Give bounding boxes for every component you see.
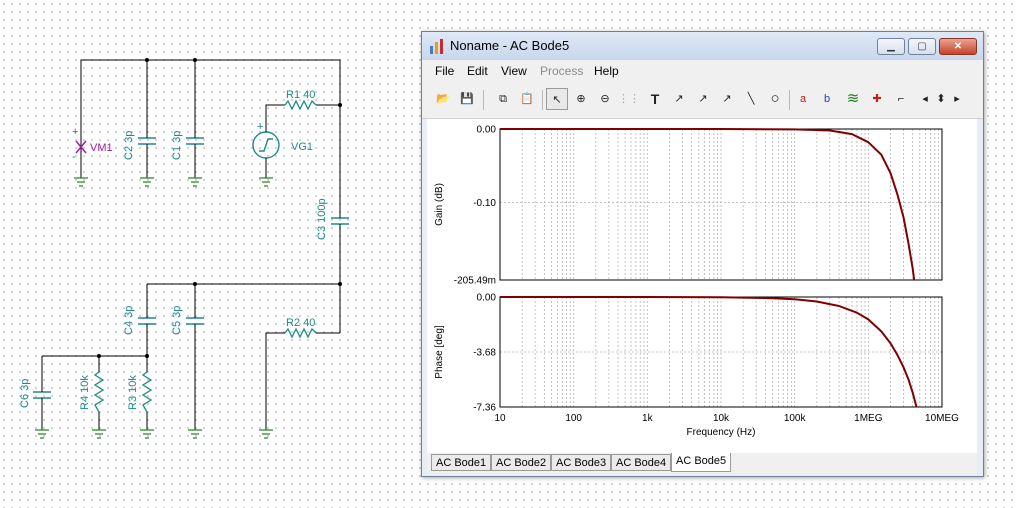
x-tick-label: 10k xyxy=(713,413,730,424)
r3-label: R3 10k xyxy=(127,375,139,410)
toolbar-separator xyxy=(483,90,484,110)
title-bar[interactable]: Noname - AC Bode5 ▁ ▢ ✕ xyxy=(422,32,983,60)
circuit-schematic: VM1 + - + R1 40 VG1 R2 40 C2 3p C1 3p C3… xyxy=(19,58,349,439)
minus-sign-vm1: - xyxy=(72,151,76,163)
grid-icon[interactable]: ⋮⋮ xyxy=(618,93,640,105)
menu-view[interactable]: View xyxy=(501,64,527,78)
toolbar-separator xyxy=(542,90,543,110)
c5-label: C5 3p xyxy=(171,306,183,335)
maximize-button[interactable]: ▢ xyxy=(908,38,936,55)
r4-label: R4 10k xyxy=(79,375,91,410)
menu-bar: File Edit View Process Help xyxy=(422,60,983,82)
y-axis-title: Phase [deg] xyxy=(434,325,445,379)
annotate-curve2-icon[interactable]: ↗ xyxy=(698,93,708,105)
y-tick-label: -7.36 xyxy=(473,403,496,414)
cursor-a-icon[interactable]: a xyxy=(799,93,807,105)
text-icon[interactable]: T xyxy=(650,91,660,107)
menu-edit[interactable]: Edit xyxy=(467,64,488,78)
minimize-button[interactable]: ▁ xyxy=(877,38,905,55)
vm1-label: VM1 xyxy=(90,142,113,154)
tab-ac-bode2[interactable]: AC Bode2 xyxy=(491,454,552,471)
x-tick-label: 100k xyxy=(784,413,807,424)
tab-ac-bode4[interactable]: AC Bode4 xyxy=(611,454,672,471)
plus-sign-vg1: + xyxy=(257,121,263,133)
series-line xyxy=(500,296,918,408)
tab-ac-bode5[interactable]: AC Bode5 xyxy=(671,453,732,472)
line-icon[interactable]: ╲ xyxy=(747,93,755,105)
toolbar: 📂 💾 ⧉ 📋 ↖ ⊕ ⊖ ⋮⋮ T ↗ ↗ ↗ ╲ ○ a b ≋ ✚ ⌐ ◂… xyxy=(422,82,983,119)
close-button[interactable]: ✕ xyxy=(939,38,977,55)
toolbar-separator xyxy=(789,90,790,110)
circle-icon[interactable]: ○ xyxy=(770,90,780,107)
annotate-curve3-icon[interactable]: ↗ xyxy=(722,93,732,105)
copy-icon[interactable]: ⧉ xyxy=(499,93,507,105)
tab-ac-bode3[interactable]: AC Bode3 xyxy=(551,454,612,471)
vg1-label: VG1 xyxy=(291,141,313,153)
y-tick-label: 0.00 xyxy=(477,293,497,304)
bode-plot-area[interactable]: 0.00 -0.10 -205.49m Gain (dB) 0.00 -3.68 -7.3… xyxy=(427,119,977,453)
menu-file[interactable]: File xyxy=(435,64,455,78)
x-tick-label: 10MEG xyxy=(925,413,959,424)
tab-bar: AC Bode1 AC Bode2 AC Bode3 AC Bode4 AC B… xyxy=(427,453,977,473)
c1-label: C1 3p xyxy=(171,131,183,160)
plus-sign-vm1: + xyxy=(72,126,78,138)
pointer-icon[interactable]: ↖ xyxy=(546,88,568,110)
bode-plot: 0.00 -0.10 -205.49m Gain (dB) 0.00 -3.68 -7.3… xyxy=(434,125,959,439)
menu-process[interactable]: Process xyxy=(540,64,584,78)
y-axis-title: Gain (dB) xyxy=(434,183,445,226)
x-tick-label: 1MEG xyxy=(854,413,883,424)
annotate-curve-icon[interactable]: ↗ xyxy=(674,93,684,105)
scroll-left-icon[interactable]: ◂ xyxy=(922,93,928,105)
phase-plot: 0.00 -3.68 -7.36 Phase [deg] 10 100 1k 10k 100k 1… xyxy=(434,293,959,439)
y-tick-label: -0.10 xyxy=(473,198,496,209)
c3-label: C3 100p xyxy=(316,198,328,240)
x-tick-label: 1k xyxy=(642,413,654,424)
curves-icon[interactable]: ≋ xyxy=(846,90,860,107)
ac-bode-window: Noname - AC Bode5 ▁ ▢ ✕ File Edit View P… xyxy=(421,31,984,477)
zoom-in-icon[interactable]: ⊕ xyxy=(576,93,586,105)
open-icon[interactable]: 📂 xyxy=(436,93,450,105)
paste-icon[interactable]: 📋 xyxy=(520,93,534,105)
x-tick-label: 100 xyxy=(565,413,582,424)
y-tick-label: -3.68 xyxy=(473,348,496,359)
c6-label: C6 3p xyxy=(19,379,31,408)
x-tick-label: 10 xyxy=(494,413,506,424)
x-axis-title: Frequency (Hz) xyxy=(687,427,756,438)
y-tick-label: 0.00 xyxy=(477,125,497,136)
cursor-b-icon[interactable]: b xyxy=(823,93,831,105)
app-icon xyxy=(430,39,443,54)
angle-icon[interactable]: ⌐ xyxy=(897,93,905,105)
window-title: Noname - AC Bode5 xyxy=(450,38,570,53)
scroll-right-icon[interactable]: ▸ xyxy=(954,93,960,105)
gain-plot: 0.00 -0.10 -205.49m Gain (dB) xyxy=(434,125,943,287)
scroll-updown-icon[interactable]: ⬍ xyxy=(936,93,946,105)
zoom-out-icon[interactable]: ⊖ xyxy=(600,93,610,105)
save-icon[interactable]: 💾 xyxy=(460,93,474,105)
marker-icon[interactable]: ✚ xyxy=(872,93,882,105)
r1-label: R1 40 xyxy=(286,89,315,101)
c4-label: C4 3p xyxy=(123,306,135,335)
series-line xyxy=(500,128,916,281)
r2-label: R2 40 xyxy=(286,317,315,329)
y-tick-label: -205.49m xyxy=(454,276,496,287)
c2-label: C2 3p xyxy=(123,131,135,160)
menu-help[interactable]: Help xyxy=(594,64,619,78)
tab-ac-bode1[interactable]: AC Bode1 xyxy=(431,454,492,471)
